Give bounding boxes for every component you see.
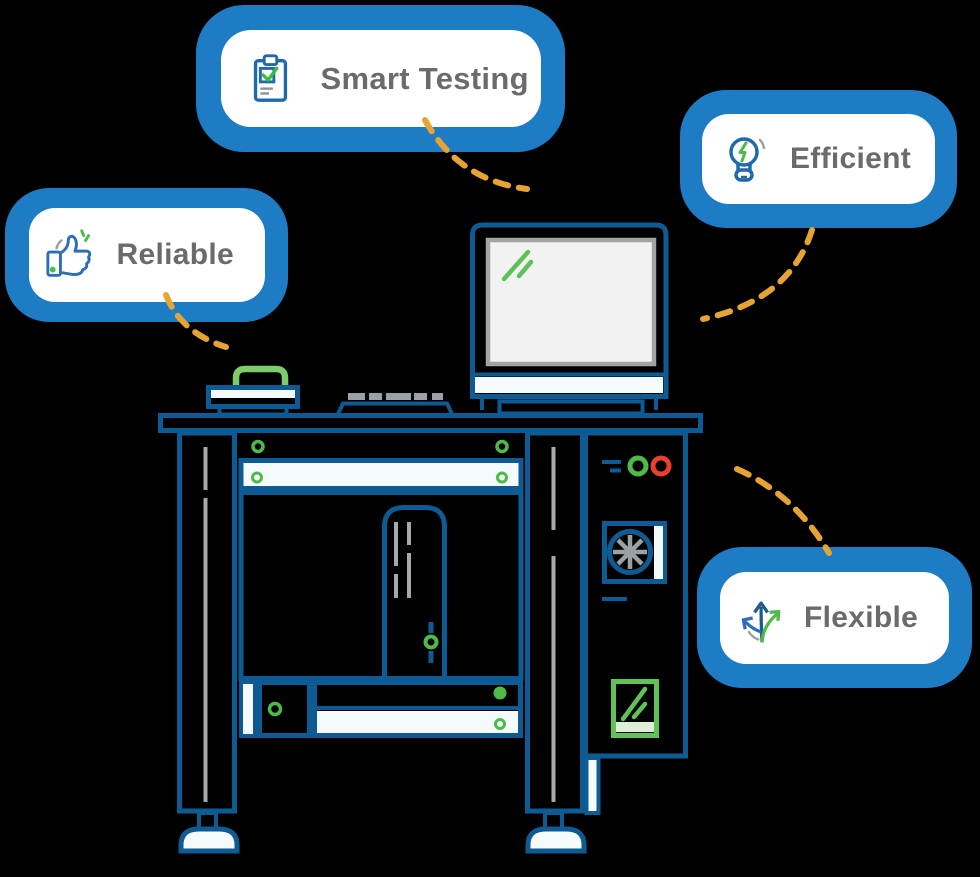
badge-label: Efficient: [790, 142, 912, 175]
thumbs-up-icon: [43, 227, 105, 283]
screw: [251, 471, 263, 484]
green-dot: [493, 686, 507, 700]
screw: [494, 718, 506, 730]
conveyor: [239, 680, 523, 738]
green-status-light: [627, 455, 649, 477]
badge-efficient: Efficient: [680, 90, 957, 228]
conveyor-white-rail: [317, 711, 518, 733]
monitor-white-strip: [475, 377, 663, 393]
badge-reliable-card: Reliable: [28, 208, 265, 302]
conveyor-bar: [312, 680, 523, 738]
carry-box-strip: [211, 390, 295, 398]
frame-opening: [238, 490, 524, 681]
red-status-light: [650, 455, 672, 477]
keyboard: [336, 393, 454, 415]
cooling-fan: [602, 521, 667, 584]
carry-box-body: [206, 385, 300, 409]
badge-smart-testing-card: Smart Testing: [220, 30, 541, 127]
top-rail: [238, 458, 524, 491]
branching-arrows-icon: [734, 590, 790, 646]
fan-strip: [654, 526, 663, 579]
table-top: [158, 413, 703, 433]
fan-frame: [602, 521, 667, 584]
left-foot-stem: [197, 811, 218, 832]
screw: [267, 701, 283, 717]
fan-blades-icon: [613, 535, 647, 569]
right-foot: [525, 826, 587, 854]
badge-smart-testing: Smart Testing: [196, 5, 565, 152]
keyboard-keys: [348, 393, 443, 400]
clipboard-check-icon: [243, 52, 297, 106]
left-foot: [178, 826, 240, 854]
connector-efficient: [700, 227, 815, 322]
badge-label: Flexible: [804, 600, 919, 634]
conveyor-left-box: [257, 680, 312, 738]
badge-label: Reliable: [116, 238, 234, 271]
lightbulb-bolt-icon: [718, 131, 774, 187]
display-window: [611, 679, 659, 738]
badge-flexible: Flexible: [697, 547, 972, 688]
monitor: [470, 222, 669, 416]
carry-box-handle: [232, 365, 289, 388]
screen-glare-icon: [501, 249, 531, 282]
monitor-body: [470, 222, 669, 399]
screen: [485, 237, 657, 367]
test-column: [382, 505, 447, 678]
keyboard-tray: [336, 401, 454, 415]
screw: [496, 471, 508, 484]
monitor-stand: [497, 399, 645, 416]
screw: [251, 439, 265, 454]
screw: [495, 439, 509, 454]
frame: [238, 439, 524, 738]
column-slots: [394, 522, 411, 598]
badge-flexible-card: Flexible: [720, 571, 949, 664]
badge-reliable: Reliable: [5, 188, 288, 322]
right-foot-stem: [543, 811, 564, 832]
connector-flexible: [734, 466, 832, 556]
conveyor-end-strip: [239, 680, 257, 738]
column-indicator-dot: [423, 634, 439, 650]
control-panel-body: [583, 430, 688, 759]
screen-glare-icon: [516, 259, 534, 279]
carry-box: [206, 365, 300, 417]
badge-label: Smart Testing: [320, 60, 529, 96]
left-leg: [177, 430, 240, 854]
control-panel: [583, 430, 688, 815]
carry-box-base: [217, 404, 289, 417]
panel-lower-strip: [584, 756, 601, 815]
right-leg: [525, 430, 587, 854]
fan-ring: [607, 529, 653, 575]
status-lights: [627, 455, 672, 477]
badge-efficient-card: Efficient: [702, 114, 935, 204]
